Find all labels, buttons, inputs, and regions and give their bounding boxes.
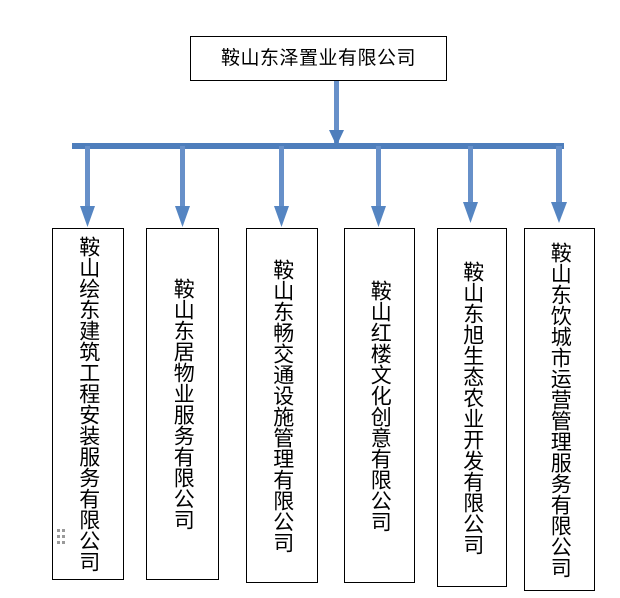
child-node-1[interactable]: 鞍山绘东建筑工程安装服务有限公司 [52,228,124,580]
root-stem-arrowhead [329,130,344,146]
drop-line-2 [180,146,185,218]
root-stem-line [334,81,339,143]
child-node-1-label: 鞍山绘东建筑工程安装服务有限公司 [76,236,101,572]
child-node-6-inner: 鞍山东饮城市运营管理服务有限公司 [525,229,594,590]
drop-arrowhead-3 [274,206,289,227]
child-node-3-inner: 鞍山东畅交通设施管理有限公司 [247,229,317,582]
child-node-2-label: 鞍山东居物业服务有限公司 [171,278,196,530]
drop-arrowhead-4 [371,206,386,227]
child-node-2-inner: 鞍山东居物业服务有限公司 [147,229,218,579]
handle-dot [57,541,60,544]
handle-dot [57,535,60,538]
child-node-5[interactable]: 鞍山东旭生态农业开发有限公司 [437,228,507,587]
child-node-6[interactable]: 鞍山东饮城市运营管理服务有限公司 [524,228,595,591]
handle-dot [62,529,65,532]
root-node[interactable]: 鞍山东泽置业有限公司 [190,36,447,81]
child-node-4-label: 鞍山红楼文化创意有限公司 [368,279,393,532]
child-node-2[interactable]: 鞍山东居物业服务有限公司 [146,228,219,580]
child-node-3[interactable]: 鞍山东畅交通设施管理有限公司 [246,228,318,583]
horizontal-bus-bar [72,143,564,149]
child-node-5-inner: 鞍山东旭生态农业开发有限公司 [438,229,506,586]
handle-dot [62,541,65,544]
drop-line-1 [85,146,90,218]
handle-dot [62,535,65,538]
drop-arrowhead-1 [80,206,95,227]
drop-line-6 [556,146,562,214]
child-node-1-inner: 鞍山绘东建筑工程安装服务有限公司 [53,229,123,579]
drop-arrowhead-2 [175,206,190,227]
handle-dot [57,529,60,532]
drop-arrowhead-6 [551,202,567,223]
drop-line-4 [376,146,381,218]
child-node-5-label: 鞍山东旭生态农业开发有限公司 [460,260,485,555]
root-node-label: 鞍山东泽置业有限公司 [220,47,416,69]
child-node-4-inner: 鞍山红楼文化创意有限公司 [345,229,414,582]
child-node-3-label: 鞍山东畅交通设施管理有限公司 [270,258,295,553]
drop-line-3 [279,146,284,218]
child-node-4[interactable]: 鞍山红楼文化创意有限公司 [344,228,415,583]
selection-handle-dots[interactable] [57,529,65,544]
drop-arrowhead-5 [463,202,478,223]
drop-line-5 [468,146,473,214]
child-node-6-label: 鞍山东饮城市运营管理服务有限公司 [548,241,573,578]
